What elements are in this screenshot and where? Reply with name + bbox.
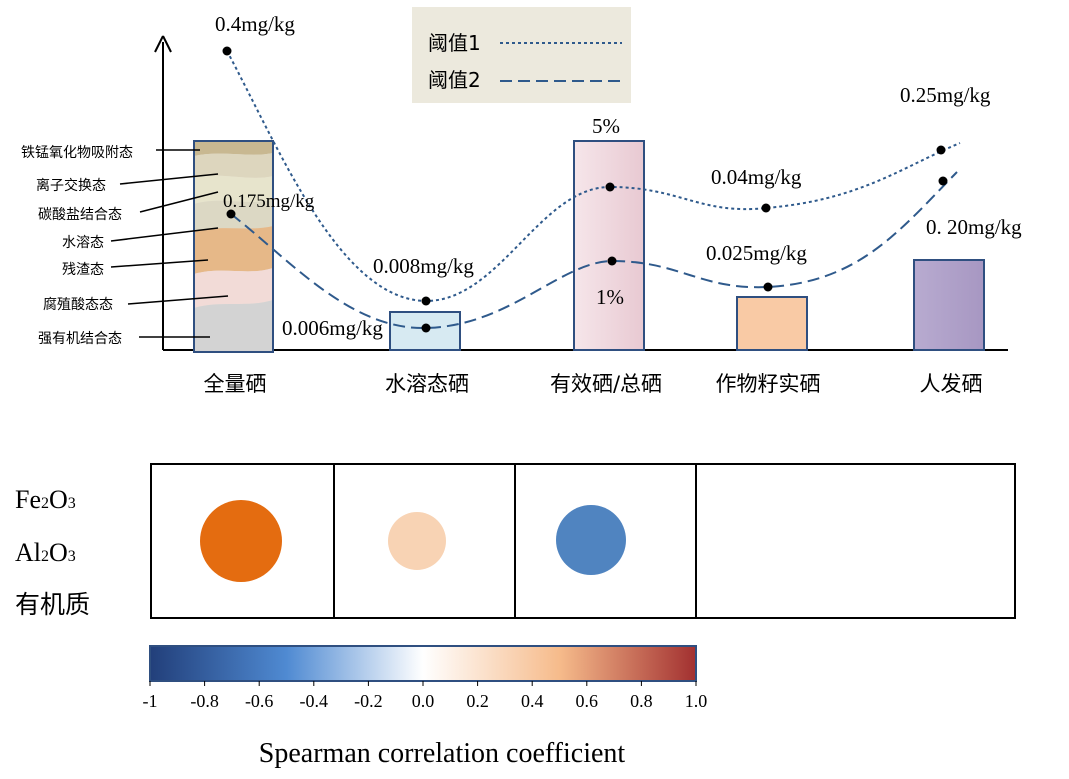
colorbar-tick-label: -0.8 [190,691,219,711]
colorbar-tick-label: 0.8 [630,691,653,711]
colorbar-tick-label: 0.0 [412,691,435,711]
colorbar-tick-label: -1 [143,691,158,711]
threshold-1-label-hair: 0.25mg/kg [900,83,991,107]
legend: 阈值1 阈值2 [412,7,631,103]
fraction-label-residual: 残渣态 [62,262,104,278]
fraction-label-fe-mn: 铁锰氧化物吸附态 [21,145,133,161]
threshold-1-label-available: 5% [592,114,620,138]
fraction-band-residual [194,226,273,274]
correlation-panel: Fe2O3 Al2O3 有机质 [15,463,1016,619]
bar-hair-se [913,259,985,351]
threshold-1-label-total: 0.4mg/kg [215,12,295,36]
threshold-1-label-water: 0.008mg/kg [373,254,474,278]
category-label-hair: 人发硒 [920,372,983,396]
threshold-2-point-crop [763,282,773,292]
category-label-crop: 作物籽实硒 [716,372,821,396]
fraction-band-humic [194,268,273,308]
threshold-2-label-total: 0.175mg/kg [223,191,315,212]
row-label-al2o3: Al2O3 [15,538,76,567]
category-label-total: 全量硒 [204,372,267,396]
bar-total-se [193,140,274,353]
threshold-1-point-hair [936,145,946,155]
bar-crop-se [736,296,808,351]
fraction-label-carbonate: 碳酸盐结合态 [38,207,122,223]
threshold-2-label-crop: 0.025mg/kg [706,241,807,265]
colorbar: -1 -0.8 -0.6 -0.4 -0.2 0.0 0.2 0.4 0.6 0.8 1.0 Spe… [143,645,708,769]
fraction-label-humic: 腐殖酸态态 [43,296,113,313]
legend-item-threshold-2: 阈值2 [428,68,481,92]
fraction-band-carbonate [194,175,273,204]
colorbar-tick-label: -0.6 [245,691,274,711]
fraction-band-fe-mn [194,141,273,156]
fraction-band-organic [194,300,273,352]
threshold-1-point-available [605,182,615,192]
threshold-1-label-crop: 0.04mg/kg [711,165,802,189]
correlation-point-2 [388,512,446,570]
correlation-point-1 [200,500,282,582]
threshold-1-curve [226,50,961,303]
colorbar-tick-label: -0.2 [354,691,383,711]
correlation-point-3 [556,505,626,575]
colorbar-tick-label: 0.6 [576,691,599,711]
threshold-2-point-water [421,323,431,333]
row-label-fe2o3: Fe2O3 [15,485,76,514]
threshold-2-label-available: 1% [596,285,624,309]
legend-item-threshold-1: 阈值1 [428,31,481,55]
threshold-1-point-total [222,46,232,56]
category-label-water: 水溶态硒 [385,372,469,396]
y-axis-arrow [154,35,172,53]
threshold-2-point-available [607,256,617,266]
colorbar-title: Spearman correlation coefficient [259,738,626,769]
threshold-1-point-crop [761,203,771,213]
threshold-points [222,46,948,333]
legend-box [412,7,631,103]
colorbar-gradient [149,645,697,682]
colorbar-tick-label: 0.4 [521,691,544,711]
top-chart: 0.4mg/kg 0.008mg/kg 5% 0.04mg/kg 0.25mg/… [21,7,1022,396]
threshold-2-point-total [226,209,236,219]
colorbar-tick-label: 1.0 [685,691,708,711]
bar-available-ratio [573,140,645,351]
threshold-2-label-water: 0.006mg/kg [282,316,383,340]
fraction-label-ion: 离子交换态 [36,177,106,194]
fraction-label-water: 水溶态 [62,235,104,251]
colorbar-tick-label: 0.2 [466,691,489,711]
colorbar-tick-label: -0.4 [300,691,329,711]
fraction-band-ion [194,153,273,178]
fraction-label-organic: 强有机结合态 [38,331,122,347]
threshold-2-point-hair [938,176,948,186]
row-label-organic-matter: 有机质 [15,590,90,619]
threshold-2-label-hair: 0. 20mg/kg [926,215,1022,239]
threshold-2-curve [230,171,958,330]
threshold-1-point-water [421,296,431,306]
category-label-available: 有效硒/总硒 [550,372,662,396]
